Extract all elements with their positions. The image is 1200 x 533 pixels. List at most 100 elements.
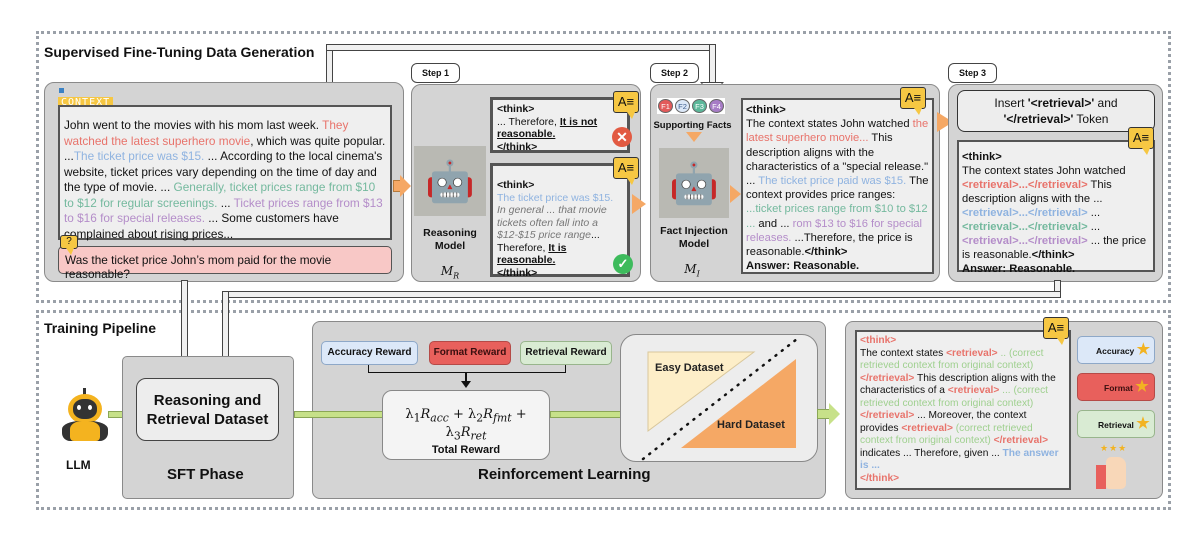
reasoning-model-robot-icon: 🤖 [414,146,486,216]
arrow-to-step2 [632,194,646,214]
retrieval-close-token: '</retrieval>' [1003,112,1074,126]
fact-f3-text: ...ticket prices range from $10 to $12 .… [746,203,928,230]
star-icon: ★ [1135,378,1149,395]
curriculum-box: Easy Dataset Hard Dataset [620,334,818,462]
context-to-sft-connector [181,280,188,363]
facts-down-arrow [686,132,702,142]
format-badge-label: Format [1104,383,1133,393]
answer-text: The answer is ... [860,447,1059,472]
general-knowledge-text: In general ... that movie tickets often … [497,204,607,241]
insert-text: Insert [994,96,1028,110]
think-open-tag: <think> [746,104,786,116]
fact-injection-model-symbol: MI [684,262,700,279]
output-text: ... Moreover, the context provides [860,410,1027,434]
insert-text: and [1094,96,1118,110]
context-segment-green: Generally, ticket prices range from $10 … [64,180,376,210]
think-open-tag: <think> [497,103,535,115]
output-text: The context states [860,347,947,359]
star-icon: ★ [1136,341,1151,358]
retrieval-badge: Retrieval ★ [1077,410,1155,438]
total-reward-formula: λ1Racc + λ2Rfmt + λ3Rret [405,407,527,443]
fact-f2-text: The ticket price paid was $15. [758,175,907,188]
sft-dataset-label: Reasoning and Retrieval Dataset [146,391,269,428]
think-close-tag: </think> [1031,249,1075,261]
retrieval-badge-label: Retrieval [1098,420,1134,430]
wrong-reasoning-box: <think> ... Therefore, It is not reasona… [490,97,630,153]
context-segment-blue: The ticket price was $15. [73,149,205,163]
arrow-to-injected-output [730,185,741,203]
question-icon: ? [60,235,78,255]
step3-tab: Step 3 [948,63,998,83]
final-think-output-box: <think>The context states <retrieval> ..… [855,330,1071,490]
llm-label: LLM [66,458,91,472]
retrieval-note-icon: A≡ [1128,127,1154,155]
cross-icon: ✕ [612,127,632,147]
fact-chip-f4: F4 [709,99,724,113]
insert-text: Token [1073,112,1109,126]
fact-f4-text: rom $13 to $16 for special releases. [746,217,923,244]
retrieval-close-tag: </retrieval> [993,435,1049,446]
star-icon: ★ [1136,415,1150,432]
reasoning-note-icon: A≡ [613,91,639,119]
final-note-icon: A≡ [1043,317,1069,345]
think-close-tag: </think> [497,266,538,279]
context-to-facts-connector-down [709,44,716,84]
output-text: This description aligns with the charact… [860,372,1056,397]
retrieval-tag-f3: <retrieval>...</retrieval> [962,221,1088,233]
retrieval-tag-f4: <retrieval>...</retrieval> [962,235,1088,247]
verdict-text: It is reasonable. [497,241,567,267]
retrieval-tagged-output-box: <think> The context states John watched … [957,140,1155,275]
window-dot-icon [59,88,64,93]
insert-token-box: Insert '<retrieval>' and '</retrieval>' … [957,90,1155,132]
format-reward-pill: Format Reward [429,341,511,365]
sft-section-title: Supervised Fine-Tuning Data Generation [44,44,315,60]
easy-dataset-label: Easy Dataset [655,362,724,374]
step3-to-sft-connector-down [222,291,229,363]
retrieval-open-tag: <retrieval> [946,347,998,359]
answer-text: Answer: Reasonable. [962,263,1076,275]
reward-merge-stem [465,372,467,383]
fact-chip-f3: F3 [692,99,707,113]
training-pipeline-section [36,310,1171,510]
retrieval-open-token: '<retrieval>' [1027,96,1095,110]
retrieval-open-tag: <retrieval> [947,385,1000,396]
easy-dataset-triangle [647,351,756,432]
output-text: ... the price is reasonable. [962,235,1147,261]
context-tag: CONTEXT [58,97,114,108]
curriculum-divider [641,337,799,461]
question-text: Was the ticket price John’s mom paid for… [65,253,332,281]
fact-injected-output-box: <think> The context states John watched … [741,98,934,274]
retrieval-close-tag: </retrieval> [860,410,915,421]
training-section-title: Training Pipeline [44,320,157,336]
llm-robot-icon [60,388,110,442]
retrieval-reward-pill: Retrieval Reward [520,341,612,365]
context-text-box: John went to the movies with his mom las… [58,105,392,241]
output-text: This description aligns with the ... [962,179,1112,205]
output-text: ...Therefore, the price is reasonable. [746,231,913,259]
accuracy-badge-label: Accuracy [1096,346,1135,356]
think-open-tag: <think> [860,335,897,346]
accuracy-badge: Accuracy ★ [1077,336,1155,364]
step1-tab: Step 1 [411,63,461,83]
sft-dataset-box: Reasoning and Retrieval Dataset [136,378,279,441]
correct-reasoning-box: <think> The ticket price was $15. In gen… [490,163,630,279]
think-close-tag: </think> [497,140,538,153]
supporting-facts-label: Supporting Facts [653,120,732,131]
thumbs-up-rating-icon: ★★★ [1094,443,1134,493]
context-segment-plain: John went to the movies with his mom las… [64,118,323,132]
sft-phase-label: SFT Phase [167,466,244,483]
think-open-tag: <think> [497,179,535,191]
retrieval-close-tag: </retrieval> [860,372,915,384]
accuracy-reward-pill: Accuracy Reward [321,341,418,365]
reasoning-text: ... Therefore, [497,115,560,128]
step2-tab: Step 2 [650,63,700,83]
sft-to-rl-bar [294,411,390,418]
reasoning-model-symbol: MR [440,264,460,281]
fact-chip-f1: F1 [658,99,673,113]
retrieval-tag-f1: <retrieval>...</retrieval> [962,179,1088,191]
output-text: The context provides price ranges: [746,175,929,202]
context-segment-plain: ... [217,195,234,210]
curriculum-diagram [641,337,799,461]
fact-text: The ticket price was $15. [497,191,614,204]
